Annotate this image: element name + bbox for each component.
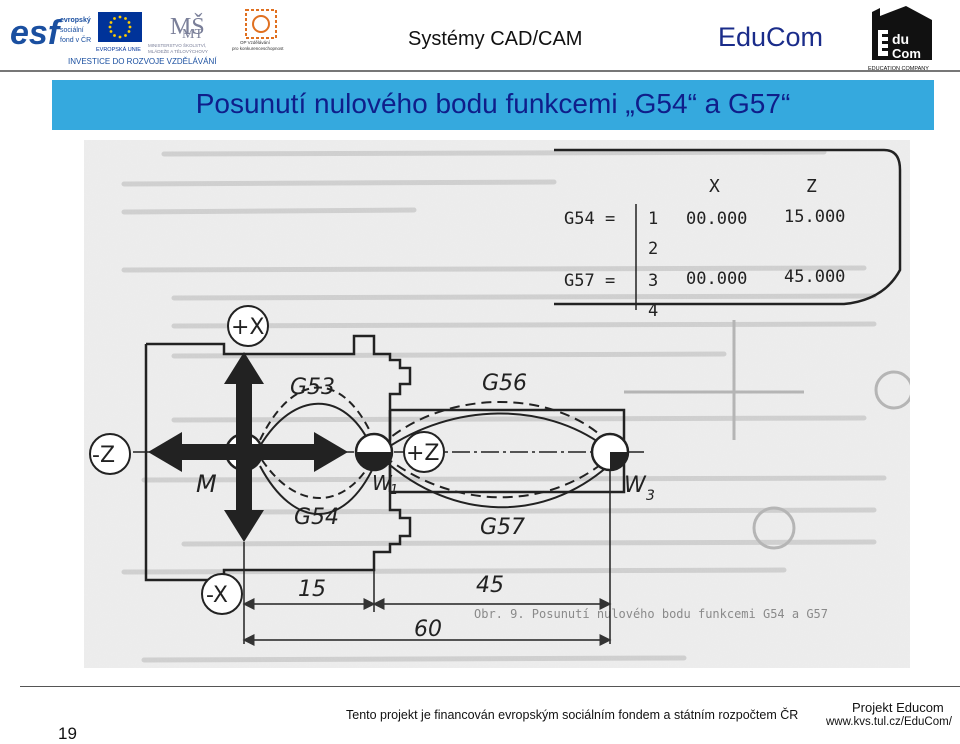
eu-flag-logo: EVROPSKÁ UNIE [96,12,142,53]
op-logo: OP Vzdělávání pro konkurenceschopnost [232,9,284,51]
label-minus-x: -X [206,583,228,608]
arrow-left-icon [148,432,182,472]
op-line-1: OP Vzdělávání [240,40,271,45]
project-name: Projekt Educom [852,700,944,715]
header-divider [0,70,960,72]
g53-g54-loops [259,386,375,515]
label-minus-z: -Z [92,443,115,468]
educom-logo: du Com EDUCATION COMPANY [868,6,932,72]
arrow-up-icon [224,352,264,384]
drawing-labels: M W 1 W 3 G53 G54 G56 G57 [196,371,655,540]
bleed-through-sketch [624,320,910,550]
svg-text:esf: esf [10,14,63,52]
figure-caption: Obr. 9. Posunutí nulového bodu funkcemi … [474,607,828,621]
course-title: Systémy CAD/CAM [408,28,583,50]
label-w1: W [372,471,393,495]
slide-title: Posunutí nulového bodu funkcemi „G54“ a … [195,88,791,119]
label-g53: G53 [290,375,335,400]
project-url: www.kvs.tul.cz/EduCom/ [826,716,952,728]
table-row-index: 3 [648,271,658,291]
table-row-x: 00.000 [686,269,747,289]
dimension-lines [242,470,612,646]
msmt-logo: MŠ MT MINISTERSTVO ŠKOLSTVÍ, MLÁDEŽE A T… [148,13,208,54]
label-w3: W [624,473,647,498]
footer-divider [20,686,960,687]
offset-table-frame [554,148,902,306]
table-col-z: Z [806,176,817,197]
label-g54: G54 [294,505,339,530]
esf-line-1: evropský [60,17,91,24]
label-g57: G57 [480,515,525,540]
label-m: M [196,470,217,498]
table-col-x: X [709,176,720,197]
table-row-index: 1 [648,209,658,229]
label-w1-sub: 1 [390,483,398,498]
funding-statement: Tento projekt je financován evropským so… [346,708,799,722]
educom-logo-com: Com [892,46,921,61]
table-row-index: 4 [648,301,658,321]
eu-caption: EVROPSKÁ UNIE [96,46,141,53]
table-row-x: 00.000 [686,209,747,229]
funding-logos: esf evropský sociální fond v ČR EVROPSKÁ… [10,9,284,66]
workpiece-zero-w3-icon [590,432,630,472]
nc-zero-offset-drawing: Obr. 9. Posunutí nulového bodu funkcemi … [84,140,910,668]
eu-stars-icon [108,15,132,39]
label-w3-sub: 3 [646,488,655,504]
g56-g57-loops [379,401,609,509]
table-row-label: G54 = [564,209,615,229]
workpiece-zero-w1-icon [354,432,394,472]
brand-name: EduCom [718,22,824,52]
msmt-line-1: MINISTERSTVO ŠKOLSTVÍ, [148,42,206,48]
dimension-60: 60 [414,617,442,642]
title-banner [52,80,934,130]
esf-line-2: sociální [60,27,84,34]
msmt-line-2: MLÁDEŽE A TĚLOVÝCHOVY [148,47,208,54]
educom-logo-du: du [892,31,909,47]
page-number: 19 [58,724,77,743]
label-g56: G56 [482,371,527,396]
arrow-down-icon [224,510,264,542]
table-row-z: 15.000 [784,207,845,227]
offset-table: X Z G54 = 1 00.000 15.000 2 G57 = 3 00.0… [564,176,845,321]
dimension-values: 15 45 60 [298,573,504,642]
esf-line-3: fond v ČR [60,35,91,44]
svg-text:MŠ: MŠ [170,13,205,40]
esf-logo: esf evropský sociální fond v ČR [10,14,91,52]
arrow-right-icon [314,432,348,472]
op-line-2: pro konkurenceschopnost [232,46,284,51]
dimension-15: 15 [298,577,326,602]
label-plus-x: +X [231,315,265,340]
label-plus-z: +Z [406,441,440,466]
educom-logo-caption: EDUCATION COMPANY [868,66,929,72]
table-row-index: 2 [648,239,658,259]
dimension-45: 45 [476,573,504,598]
table-row-z: 45.000 [784,267,845,287]
axis-labels: +X -X -Z +Z [89,305,445,615]
svg-text:MT: MT [182,27,203,42]
axis-arrows [148,352,348,542]
table-row-label: G57 = [564,271,615,291]
investice-caption: INVESTICE DO ROZVOJE VZDĚLÁVÁNÍ [68,57,217,66]
